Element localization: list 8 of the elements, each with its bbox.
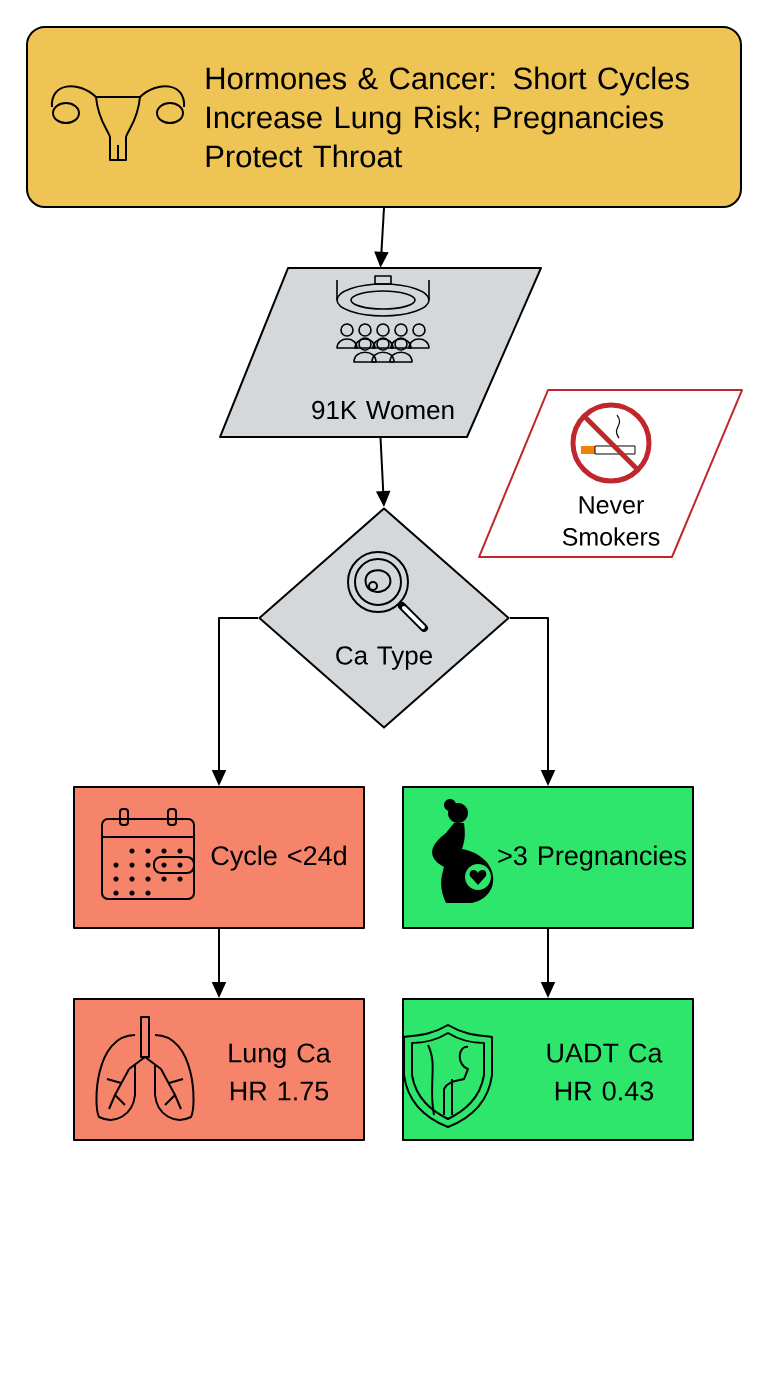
- node-text: UADT Ca HR 0.43: [547, 1043, 663, 1101]
- node-text: Lung Ca HR 1.75: [229, 1043, 331, 1101]
- node-text: 91K Women: [312, 400, 454, 420]
- node-text: Ca Type: [336, 646, 432, 670]
- node-text: >3 Pregnancies: [498, 845, 686, 871]
- node-text: Never Smokers: [562, 496, 660, 546]
- node-text: Hormones & Cancer: Short Cycles Increase Lung Risk; Pregnancies Protect Throat: [206, 66, 689, 168]
- node-text: Cycle <24d: [211, 845, 346, 871]
